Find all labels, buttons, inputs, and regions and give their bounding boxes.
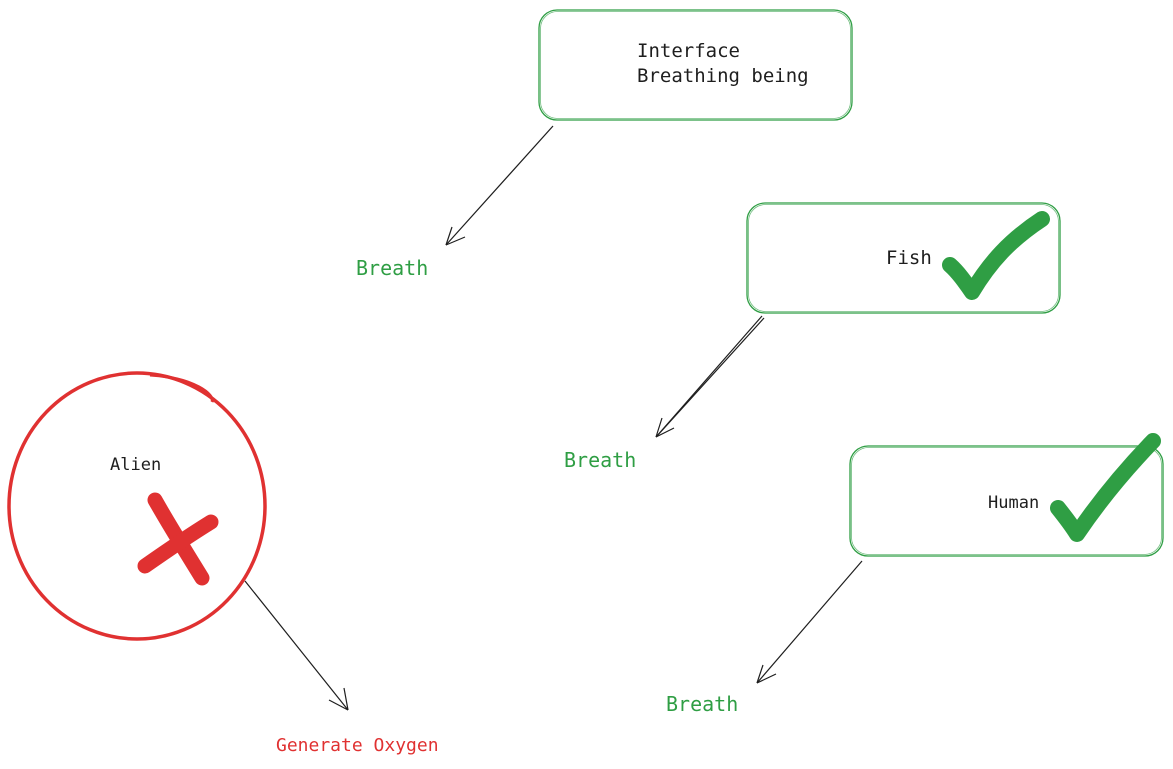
human-checkmark-icon — [1050, 433, 1161, 542]
interface-method-label: Breath — [356, 256, 429, 280]
interface-box-sketch-line — [540, 11, 851, 119]
interface-box[interactable] — [538, 9, 853, 121]
interface-title-line1: Interface — [637, 40, 740, 62]
fish-box[interactable] — [746, 202, 1061, 314]
human-method-label: Breath — [666, 692, 739, 716]
arrow-interface-to-breath — [445, 125, 554, 246]
fish-method-label: Breath — [564, 448, 637, 472]
arrow-human-to-breath — [756, 560, 863, 684]
alien-label: Alien — [110, 455, 162, 475]
fish-box-sketch-line — [748, 204, 1059, 312]
alien-method-label: Generate Oxygen — [276, 735, 439, 756]
human-box[interactable] — [849, 445, 1164, 557]
fish-checkmark-icon — [942, 211, 1050, 300]
alien-circle[interactable] — [7, 371, 267, 641]
alien-cross-icon — [137, 492, 219, 586]
interface-title-line2: Breathing being — [637, 65, 809, 87]
arrow-alien-to-generate-oxygen — [244, 580, 349, 711]
arrow-fish-to-breath — [655, 315, 765, 438]
human-box-sketch-line — [851, 447, 1162, 555]
human-label: Human — [988, 493, 1040, 513]
alien-circle-sketch-line — [149, 373, 214, 403]
fish-label: Fish — [886, 247, 932, 269]
